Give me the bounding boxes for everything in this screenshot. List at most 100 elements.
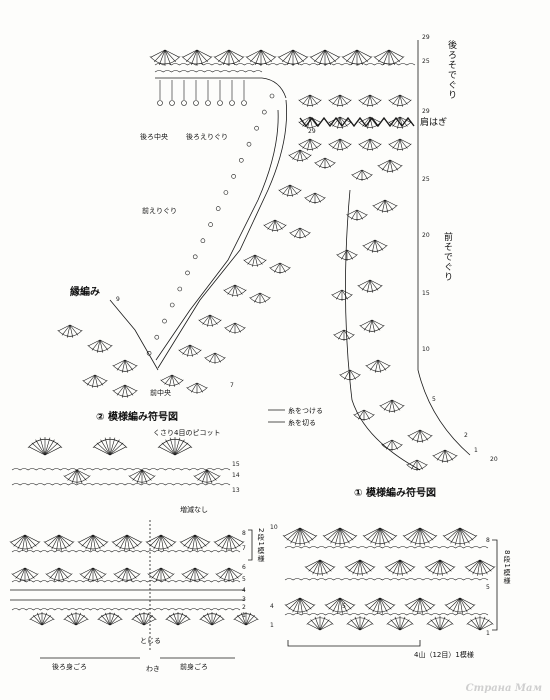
fan-stitch-motif — [432, 449, 458, 463]
fan-stitch-motif — [145, 534, 177, 551]
row-num: 2 — [242, 604, 246, 611]
fan-stitch-motif — [77, 534, 109, 551]
fan-stitch-motif — [314, 157, 336, 169]
neck-edge-loop — [223, 190, 229, 195]
row-num: 4 — [270, 603, 274, 610]
fan-stitch-motif — [223, 284, 247, 297]
fan-stitch-motif — [372, 199, 398, 213]
fan-stitch-motif — [213, 49, 245, 66]
bracket-4 — [287, 640, 421, 647]
front-neck-line — [157, 99, 287, 369]
picot-dot — [205, 100, 211, 106]
label-repeat-2row: 2段1模様 — [257, 528, 265, 563]
picot-dot — [241, 100, 247, 106]
fan-stitch-motif — [331, 289, 353, 301]
fan-stitch-motif — [179, 534, 211, 551]
fan-stitch-motif — [357, 279, 383, 293]
neck-edge-loop — [200, 238, 206, 243]
fan-stitch-motif — [82, 374, 108, 388]
fan-stitch-motif — [282, 527, 318, 546]
row-num: 29 — [422, 34, 430, 41]
fan-stitch-motif — [365, 359, 391, 373]
fan-stitch-motif — [45, 567, 73, 582]
chain-row — [11, 580, 241, 583]
fan-stitch-motif — [245, 49, 277, 66]
row-num: 5 — [486, 584, 490, 591]
fan-stitch-motif — [186, 382, 208, 394]
fan-stitch-motif — [404, 597, 436, 614]
fan-stitch-motif — [11, 567, 39, 582]
fan-stitch-motif — [199, 612, 225, 626]
fan-stitch-motif — [444, 597, 476, 614]
picot-note: くさり4目のピコット — [153, 429, 221, 437]
fan-stitch-motif — [304, 559, 336, 576]
picot-dot — [229, 100, 235, 106]
fan-stitch-motif — [406, 459, 428, 471]
row-num: 14 — [232, 472, 240, 479]
fan-stitch-motif — [424, 559, 456, 576]
fan-stitch-motif — [87, 339, 113, 353]
fan-stitch-motif — [346, 616, 374, 631]
fan-stitch-motif — [165, 612, 191, 626]
fan-stitch-motif — [407, 429, 433, 443]
neck-edge-loop — [231, 174, 236, 179]
row-num: 1 — [242, 612, 246, 619]
chain-row — [154, 70, 263, 73]
fan-stitch-motif — [306, 616, 334, 631]
neck-edge-loop — [169, 302, 175, 308]
neck-edge-loop — [254, 125, 259, 131]
fan-stitch-motif — [213, 534, 245, 551]
fan-stitch-motif — [358, 138, 382, 151]
chain-row — [284, 578, 489, 581]
fan-stitch-motif — [379, 399, 405, 413]
fan-stitch-motif — [79, 567, 107, 582]
fan-stitch-motif — [328, 94, 352, 107]
fan-stitch-motif — [112, 359, 138, 373]
row-num: 1 — [474, 447, 478, 454]
label-no-inc-dec: 増減なし — [180, 506, 208, 514]
fan-stitch-motif — [298, 138, 322, 151]
fan-stitch-motif — [362, 527, 398, 546]
row-num: 7 — [242, 545, 246, 552]
fan-stitch-motif — [57, 324, 83, 338]
chain-row — [11, 468, 231, 471]
fan-stitch-motif — [263, 219, 287, 232]
fan-stitch-motif — [388, 94, 412, 107]
fan-stitch-motif — [160, 374, 184, 387]
chain-row — [284, 613, 489, 616]
chain-row — [11, 550, 241, 553]
fan-stitch-motif — [249, 292, 271, 304]
chain-row — [284, 546, 489, 549]
row-num: 10 — [270, 524, 278, 531]
fan-stitch-motif — [157, 437, 193, 456]
legend-attach-yarn: 糸をつける — [288, 407, 323, 415]
fan-stitch-motif — [27, 437, 63, 456]
fan-stitch-motif — [215, 567, 243, 582]
bracket-2row — [248, 529, 253, 561]
fan-stitch-motif — [359, 319, 385, 333]
fan-stitch-motif — [131, 612, 157, 626]
fan-stitch-motif — [92, 437, 128, 456]
fan-stitch-motif — [346, 209, 368, 221]
fan-stitch-motif — [284, 597, 316, 614]
legend-cut-yarn: 糸を切る — [288, 419, 316, 427]
row-num: 29 — [308, 128, 316, 135]
fan-stitch-motif — [178, 344, 202, 357]
row-num: 8 — [242, 530, 246, 537]
label-front-sleeve: 前そでぐり — [442, 232, 452, 282]
neck-edge-loop — [208, 222, 213, 227]
row-num: 15 — [232, 461, 240, 468]
row-num: 8 — [486, 537, 490, 544]
row-num: 9 — [116, 296, 120, 303]
fan-stitch-motif — [442, 527, 478, 546]
row-num: 29 — [422, 108, 430, 115]
picot-dot — [193, 100, 199, 106]
row-num: 5 — [432, 396, 436, 403]
pattern1-title: ① 模様編み符号図 — [354, 488, 436, 499]
fan-stitch-motif — [224, 322, 246, 334]
fan-stitch-motif — [181, 49, 213, 66]
shoulder-seam-zigzag — [299, 116, 415, 128]
chain-row — [11, 608, 241, 611]
strap-right-edge — [417, 40, 471, 456]
fan-stitch-motif — [204, 352, 226, 364]
